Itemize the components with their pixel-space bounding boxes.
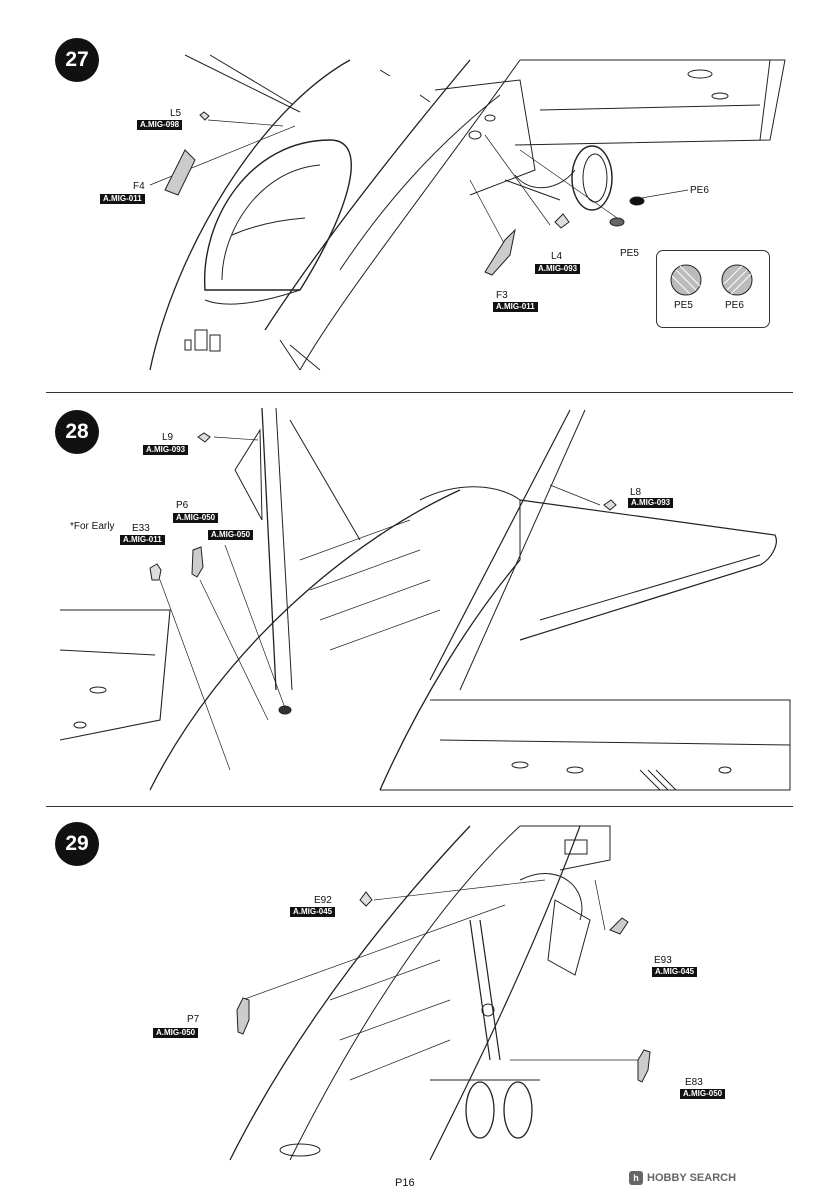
step-27-badge: 27 bbox=[55, 38, 99, 82]
part-label-p7: P7 bbox=[187, 1014, 200, 1025]
section-divider-1 bbox=[46, 392, 793, 393]
part-label-f4: F4 bbox=[133, 181, 145, 192]
part-label-e83: E83 bbox=[685, 1077, 703, 1088]
part-code-p6-alt: A.MIG-050 bbox=[208, 530, 254, 540]
part-code-l8: A.MIG-093 bbox=[628, 498, 674, 508]
part-code-e93: A.MIG-045 bbox=[652, 967, 698, 977]
part-label-e93: E93 bbox=[654, 955, 672, 966]
watermark-text: HOBBY SEARCH bbox=[647, 1172, 737, 1184]
part-code-f4: A.MIG-011 bbox=[100, 194, 145, 204]
part-label-pe5: PE5 bbox=[620, 248, 639, 259]
part-label-pe6: PE6 bbox=[690, 185, 709, 196]
watermark: h HOBBY SEARCH bbox=[629, 1171, 736, 1185]
part-code-e92: A.MIG-045 bbox=[290, 907, 336, 917]
part-code-p6: A.MIG-050 bbox=[173, 513, 219, 523]
step-28-badge: 28 bbox=[55, 410, 99, 454]
step-29-drawing bbox=[229, 825, 651, 1161]
part-code-l5: A.MIG-098 bbox=[137, 120, 183, 130]
pe-box-label-pe5: PE5 bbox=[674, 300, 693, 311]
part-code-f3: A.MIG-011 bbox=[493, 302, 538, 312]
watermark-logo-icon: h bbox=[629, 1171, 643, 1185]
part-label-f3: F3 bbox=[496, 290, 508, 301]
part-code-e83: A.MIG-050 bbox=[680, 1089, 726, 1099]
part-code-l4: A.MIG-093 bbox=[535, 264, 581, 274]
step-29-badge: 29 bbox=[55, 822, 99, 866]
part-label-l8: L8 bbox=[630, 487, 642, 498]
part-code-p7: A.MIG-050 bbox=[153, 1028, 199, 1038]
page-number: P16 bbox=[395, 1177, 415, 1189]
step-27-drawing bbox=[149, 54, 786, 371]
photo-etch-reference-box bbox=[656, 250, 770, 328]
part-label-p6: P6 bbox=[176, 500, 189, 511]
pe-box-label-pe6: PE6 bbox=[725, 300, 744, 311]
step-28-drawing bbox=[59, 407, 791, 791]
part-label-e33: E33 bbox=[132, 523, 150, 534]
part-label-l4: L4 bbox=[551, 251, 563, 262]
for-early-note: *For Early bbox=[70, 521, 115, 532]
section-divider-2 bbox=[46, 806, 793, 807]
part-label-l5: L5 bbox=[170, 108, 182, 119]
part-label-l9: L9 bbox=[162, 432, 174, 443]
part-code-l9: A.MIG-093 bbox=[143, 445, 189, 455]
part-label-e92: E92 bbox=[314, 895, 332, 906]
part-code-e33: A.MIG-011 bbox=[120, 535, 165, 545]
